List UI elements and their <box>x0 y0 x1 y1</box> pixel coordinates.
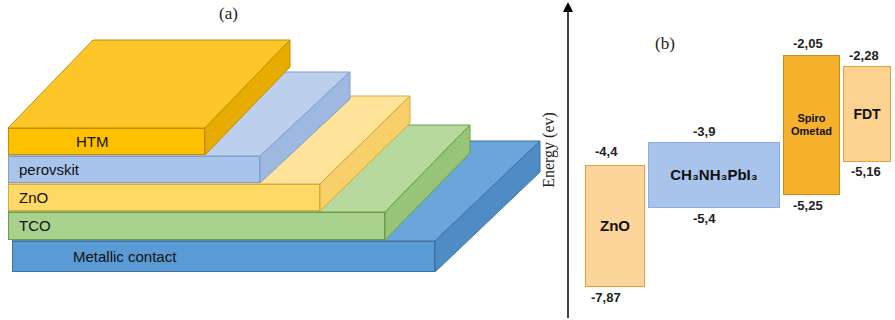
energy-value: -3,9 <box>693 124 715 139</box>
layer-box: ZnO <box>8 184 320 211</box>
layer-name: HTM <box>76 133 109 151</box>
band-box: CH₃NH₃PbI₃ <box>648 142 780 208</box>
layer-box: perovskit <box>8 156 260 183</box>
energy-value: -7,87 <box>591 290 621 305</box>
panel-label: (a) <box>219 4 238 24</box>
energy-value: -4,4 <box>595 144 617 159</box>
layer-box: Metallic contact <box>12 241 435 272</box>
energy-value: -5,25 <box>793 198 823 213</box>
energy-value: -5,16 <box>851 164 881 179</box>
layer-box: TCO <box>8 212 385 240</box>
layer-box: HTM <box>8 128 205 155</box>
energy-value: -2,28 <box>849 48 879 63</box>
band-box: ZnO <box>585 165 645 287</box>
energy-axis <box>563 2 573 318</box>
panel-label: (b) <box>655 34 675 54</box>
energy-value: -2,05 <box>793 36 823 51</box>
htm-slab <box>8 40 290 155</box>
energy-value: -5,4 <box>693 211 715 226</box>
material-name: ZnO <box>600 217 630 235</box>
material-name: CH₃NH₃PbI₃ <box>670 166 757 184</box>
material-name: Spiro Ometad <box>787 112 836 138</box>
material-name: FDT <box>853 106 880 123</box>
layer-name: Metallic contact <box>73 248 176 266</box>
layer-name: ZnO <box>19 189 48 207</box>
axis-title: Energy (ev) <box>540 112 558 188</box>
band-box: FDT <box>843 66 891 162</box>
layer-name: TCO <box>19 217 51 235</box>
layer-name: perovskit <box>19 161 79 179</box>
band-box: Spiro Ometad <box>783 55 840 195</box>
